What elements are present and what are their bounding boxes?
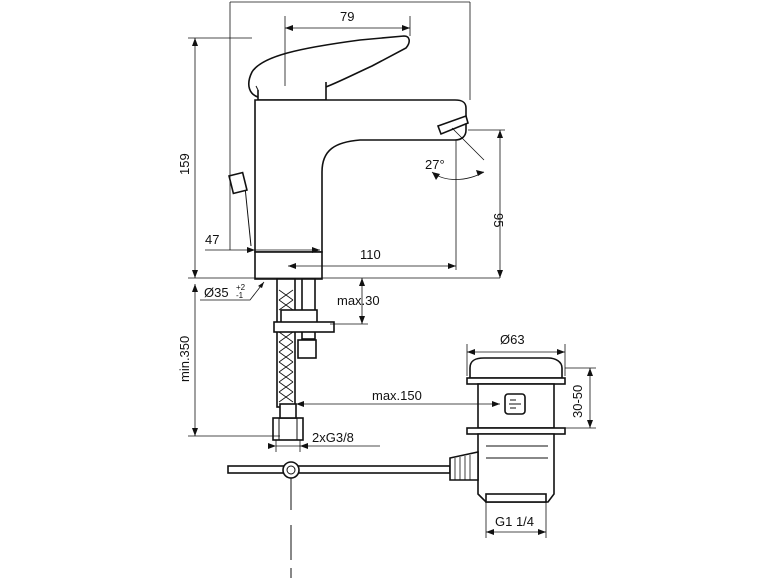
mounting-kit	[272, 278, 335, 441]
dim-spout-height: 95	[491, 213, 506, 227]
dim-top-width: 79	[340, 9, 354, 24]
dim-waste-diameter: Ø63	[500, 332, 525, 347]
dim-pop-up-reach: max.150	[372, 388, 422, 403]
faucet-body	[228, 35, 469, 280]
dimension-labels: 79 159 95 47 110 27° Ø35 +2 -1 max.30 mi…	[177, 9, 585, 529]
dim-under-depth: min.350	[177, 336, 192, 382]
dim-flange-range: 30-50	[570, 385, 585, 418]
dim-spout-angle: 27°	[425, 157, 445, 172]
dim-hole-tol-lower: -1	[236, 291, 244, 300]
dim-lever-offset: 47	[205, 232, 219, 247]
dim-waste-thread: G1 1/4	[495, 514, 534, 529]
dim-hose-thread: 2xG3/8	[312, 430, 354, 445]
dimension-lines	[188, 1, 596, 538]
waste-assembly	[449, 357, 566, 503]
dim-spout-reach: 110	[360, 247, 381, 262]
dim-hole-diameter: Ø35	[204, 285, 229, 300]
pop-up-linkage	[227, 461, 451, 578]
dim-hole-tol-upper: +2	[236, 283, 246, 292]
dim-total-height: 159	[177, 153, 192, 175]
dim-counter-thickness: max.30	[337, 293, 380, 308]
